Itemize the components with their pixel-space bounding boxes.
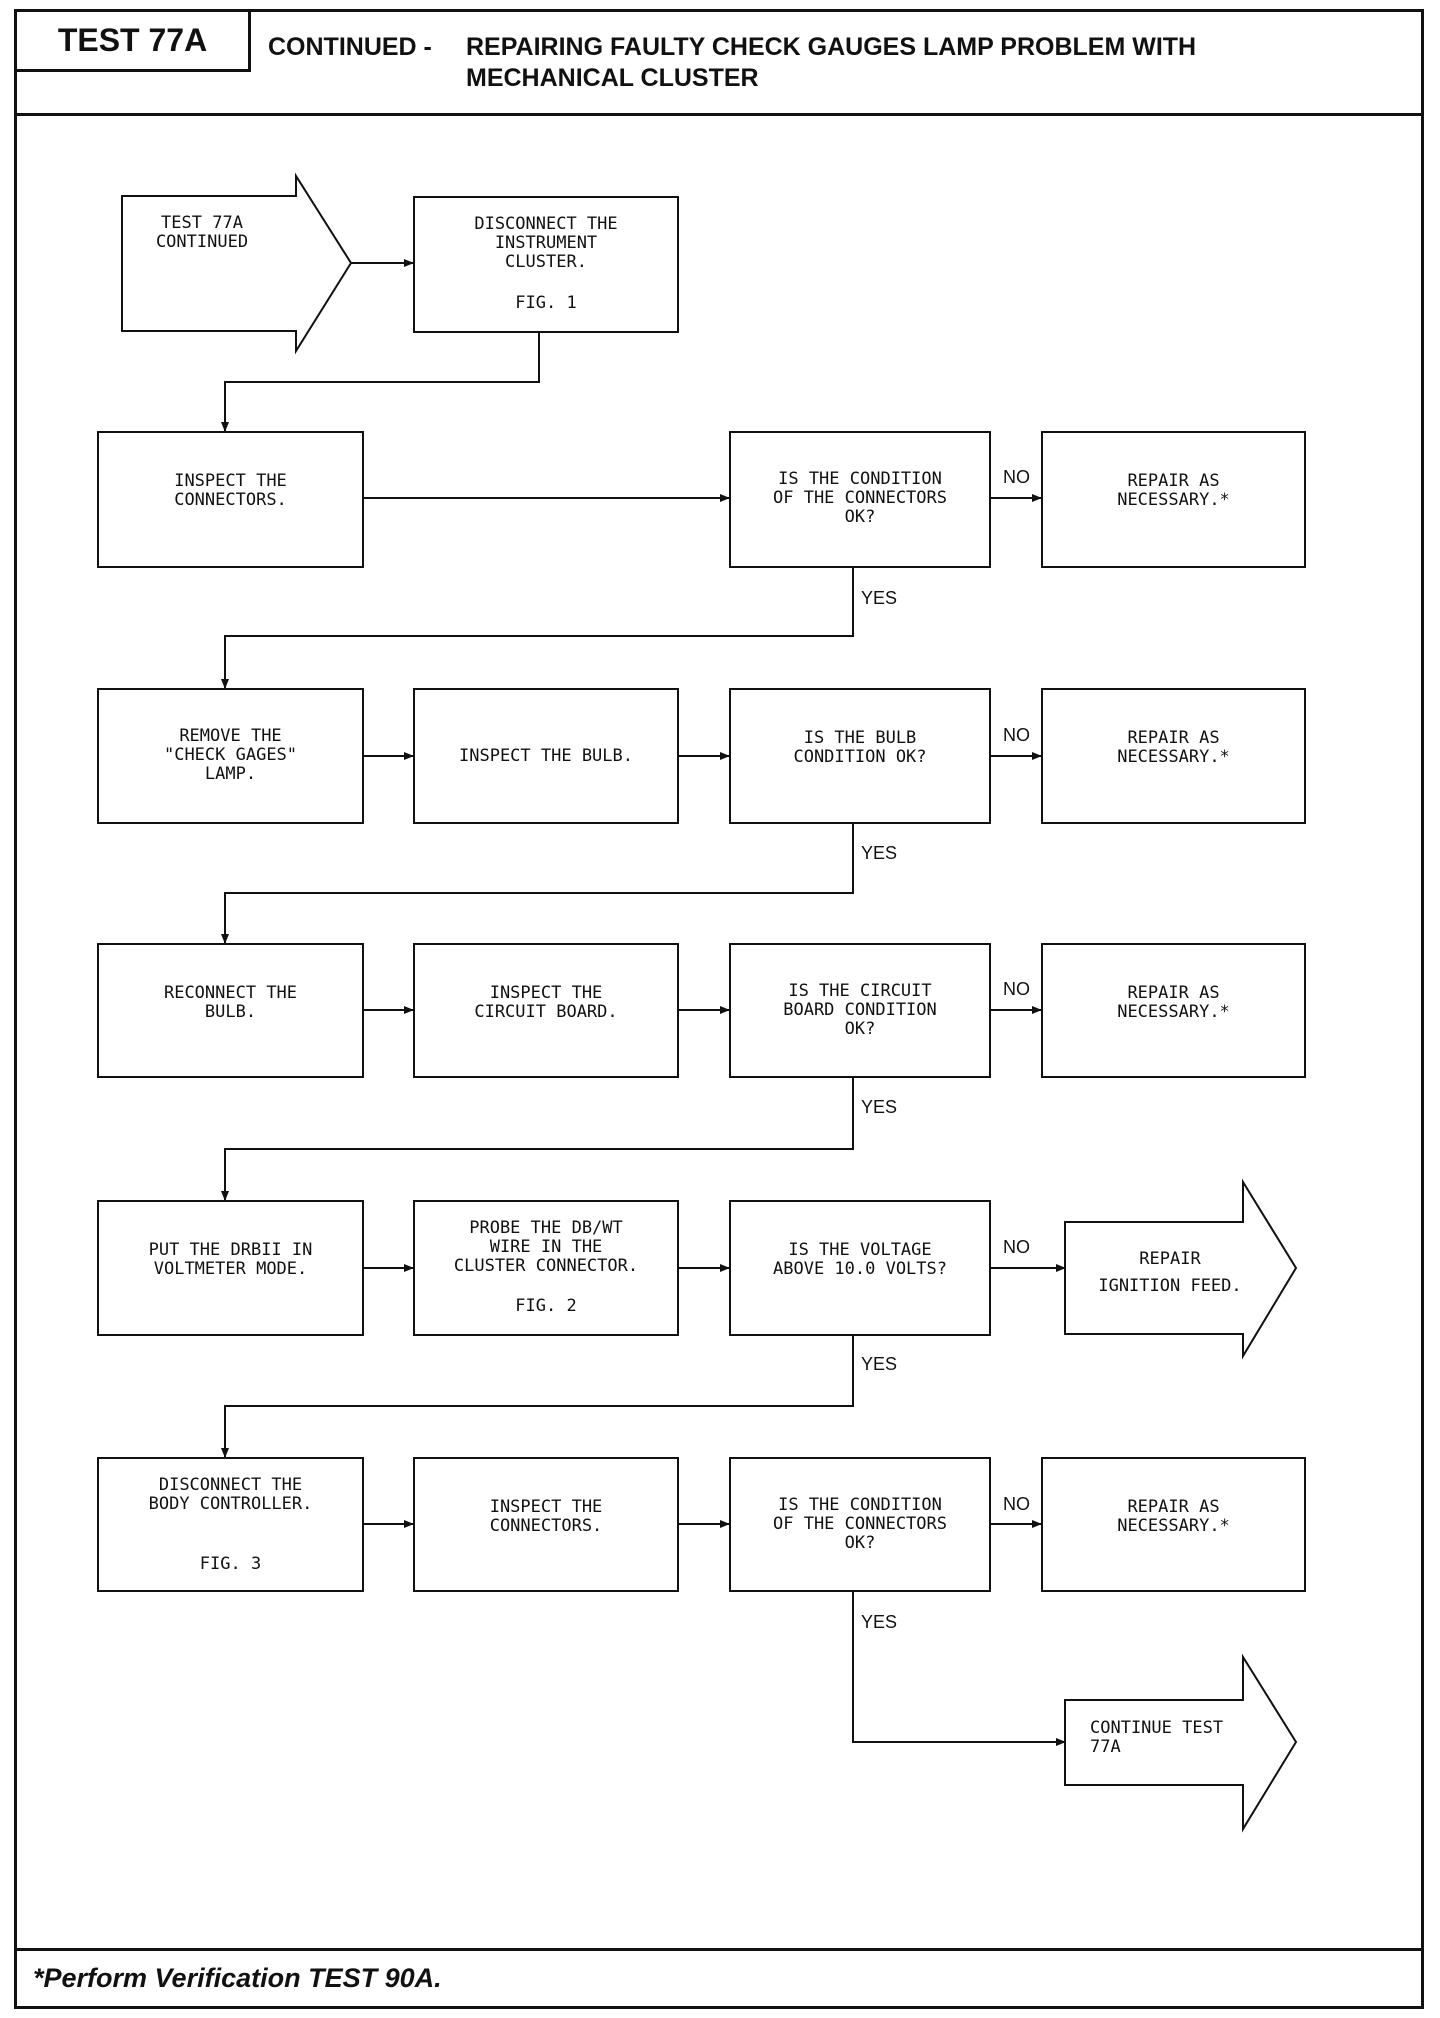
probe-wire-box: PROBE THE DB/WT WIRE IN THE CLUSTER CONN… — [413, 1200, 679, 1336]
edge-q2-yes — [221, 824, 854, 944]
inspect-connectors-box-1: INSPECT THE CONNECTORS. — [97, 431, 364, 568]
start-node-label: TEST 77A CONTINUED — [155, 213, 249, 252]
edge-q1-yes — [221, 568, 854, 689]
put-drbii-box: PUT THE DRBII IN VOLTMETER MODE. — [97, 1200, 364, 1336]
decision-bulb-label: IS THE BULB CONDITION OK? — [793, 728, 927, 767]
remove-lamp-box: REMOVE THE "CHECK GAGES" LAMP. — [97, 688, 364, 824]
repair-ignition-label-1: REPAIR — [1139, 1249, 1201, 1269]
edge-label-no-4: NO — [1003, 1237, 1030, 1257]
repair-label-4: REPAIR AS NECESSARY.* — [1117, 1497, 1230, 1536]
reconnect-bulb-label: RECONNECT THE BULB. — [163, 983, 298, 1022]
decision-connectors-box-1: IS THE CONDITION OF THE CONNECTORS OK? — [729, 431, 991, 568]
edge-label-no-5: NO — [1003, 1494, 1030, 1514]
edge-label-no-1: NO — [1003, 467, 1030, 487]
repair-box-3: REPAIR AS NECESSARY.* — [1041, 943, 1306, 1078]
inspect-board-box: INSPECT THE CIRCUIT BOARD. — [413, 943, 679, 1078]
inspect-bulb-box: INSPECT THE BULB. — [413, 688, 679, 824]
edge-label-yes-5: YES — [861, 1612, 898, 1632]
start-arrow-shape — [121, 172, 353, 355]
decision-voltage-box: IS THE VOLTAGE ABOVE 10.0 VOLTS? — [729, 1200, 991, 1336]
inspect-board-label: INSPECT THE CIRCUIT BOARD. — [474, 983, 618, 1022]
decision-connectors-label-2: IS THE CONDITION OF THE CONNECTORS OK? — [773, 1495, 947, 1553]
verification-footnote: *Perform Verification TEST 90A. — [33, 1963, 442, 1993]
page-title-line-2: MECHANICAL CLUSTER — [466, 64, 759, 92]
repair-ignition-arrow-shape — [1064, 1178, 1298, 1360]
decision-connectors-label-1: IS THE CONDITION OF THE CONNECTORS OK? — [773, 469, 947, 527]
continue-test-label: CONTINUE TEST 77A — [1090, 1718, 1224, 1757]
decision-connectors-box-2: IS THE CONDITION OF THE CONNECTORS OK? — [729, 1457, 991, 1592]
fig-1-label: FIG. 1 — [515, 293, 577, 313]
edge-q4-yes — [221, 1336, 854, 1458]
test-id: TEST 77A — [57, 22, 208, 58]
disconnect-cluster-label: DISCONNECT THE INSTRUMENT CLUSTER. — [474, 214, 618, 272]
page-title-line-1: REPAIRING FAULTY CHECK GAUGES LAMP PROBL… — [466, 33, 1197, 61]
page-header: TEST 77A CONTINUED - REPAIRING FAULTY CH… — [17, 12, 1421, 116]
edge-label-no-3: NO — [1003, 979, 1030, 999]
repair-label-3: REPAIR AS NECESSARY.* — [1117, 983, 1230, 1022]
put-drbii-label: PUT THE DRBII IN VOLTMETER MODE. — [148, 1240, 313, 1279]
disconnect-cluster-box: DISCONNECT THE INSTRUMENT CLUSTER. FIG. … — [413, 196, 679, 333]
remove-lamp-label: REMOVE THE "CHECK GAGES" LAMP. — [163, 726, 298, 784]
decision-voltage-label: IS THE VOLTAGE ABOVE 10.0 VOLTS? — [773, 1240, 947, 1279]
inspect-connectors-label-1: INSPECT THE CONNECTORS. — [174, 471, 287, 510]
disconnect-body-label: DISCONNECT THE BODY CONTROLLER. — [148, 1475, 313, 1514]
edge-label-no-2: NO — [1003, 725, 1030, 745]
repair-label-1: REPAIR AS NECESSARY.* — [1117, 471, 1230, 510]
test-id-box: TEST 77A — [17, 12, 251, 72]
decision-bulb-box: IS THE BULB CONDITION OK? — [729, 688, 991, 824]
inspect-connectors-box-2: INSPECT THE CONNECTORS. — [413, 1457, 679, 1592]
fig-3-label: FIG. 3 — [199, 1554, 262, 1574]
edge-label-yes-3: YES — [861, 1097, 898, 1117]
repair-label-2: REPAIR AS NECESSARY.* — [1117, 728, 1230, 767]
edge-label-yes-2: YES — [861, 843, 898, 863]
disconnect-body-box: DISCONNECT THE BODY CONTROLLER. FIG. 3 — [97, 1457, 364, 1592]
edge-q5-yes — [852, 1592, 1066, 1746]
page-footer: *Perform Verification TEST 90A. — [17, 1948, 1421, 2006]
fig-2-label: FIG. 2 — [515, 1296, 577, 1316]
repair-box-4: REPAIR AS NECESSARY.* — [1041, 1457, 1306, 1592]
decision-board-label: IS THE CIRCUIT BOARD CONDITION OK? — [783, 981, 937, 1039]
inspect-bulb-label: INSPECT THE BULB. — [459, 746, 633, 766]
edge-disconnect-to-inspect — [221, 333, 540, 432]
repair-box-1: REPAIR AS NECESSARY.* — [1041, 431, 1306, 568]
continue-arrow-shape — [1064, 1653, 1298, 1833]
repair-ignition-label-2: IGNITION FEED. — [1098, 1276, 1242, 1296]
probe-wire-label: PROBE THE DB/WT WIRE IN THE CLUSTER CONN… — [453, 1218, 639, 1276]
decision-board-box: IS THE CIRCUIT BOARD CONDITION OK? — [729, 943, 991, 1078]
reconnect-bulb-box: RECONNECT THE BULB. — [97, 943, 364, 1078]
title-prefix: CONTINUED - — [268, 33, 432, 61]
inspect-connectors-label-2: INSPECT THE CONNECTORS. — [489, 1497, 603, 1536]
edge-q3-yes — [221, 1078, 854, 1201]
edge-label-yes-1: YES — [861, 588, 898, 608]
repair-box-2: REPAIR AS NECESSARY.* — [1041, 688, 1306, 824]
edge-label-yes-4: YES — [861, 1354, 898, 1374]
